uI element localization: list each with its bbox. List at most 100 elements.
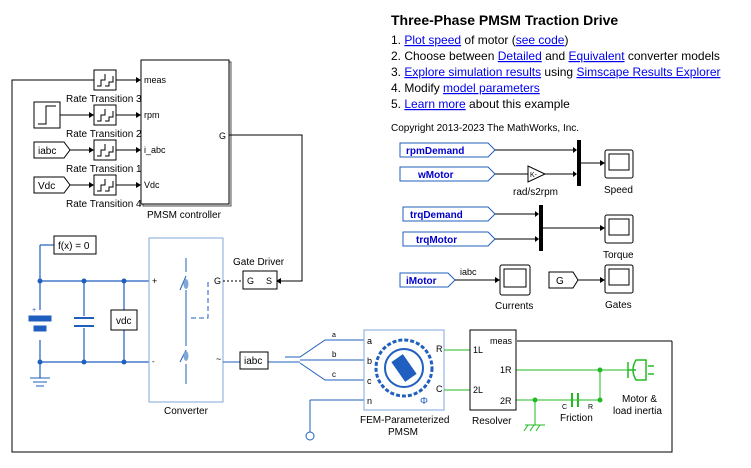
svg-text:R: R bbox=[588, 404, 593, 411]
svg-text:f(x) = 0: f(x) = 0 bbox=[58, 241, 90, 252]
rate-transition-3-label: Rate Transition 3 bbox=[66, 94, 142, 105]
scope-gates[interactable] bbox=[604, 264, 634, 294]
voltage-sensor-block[interactable]: vdc bbox=[110, 309, 138, 331]
svg-text:2R: 2R bbox=[500, 396, 512, 406]
scope-currents-label: Currents bbox=[495, 301, 533, 312]
instruction-link[interactable]: model parameters bbox=[443, 81, 540, 95]
rate-transition-2[interactable] bbox=[93, 104, 141, 126]
svg-text:C: C bbox=[562, 404, 567, 411]
resolver-label: Resolver bbox=[472, 416, 512, 427]
goto-rpmdemand-tag[interactable]: rpmDemand bbox=[399, 142, 496, 158]
signal-label-iabc: iabc bbox=[460, 267, 477, 277]
dc-voltage-source[interactable]: + bbox=[28, 307, 52, 332]
scopes-panel: rpmDemand wMotor K- rad/s2rpm Speed trqD… bbox=[399, 140, 634, 312]
instruction-link[interactable]: Learn more bbox=[404, 97, 466, 111]
svg-text:-: - bbox=[152, 357, 155, 366]
from-g-tag[interactable]: G bbox=[548, 271, 579, 289]
solver-configuration-block[interactable]: f(x) = 0 bbox=[53, 235, 97, 255]
svg-text:1L: 1L bbox=[473, 345, 483, 355]
svg-text:b: b bbox=[332, 350, 337, 359]
gate-signal-wire bbox=[229, 134, 303, 282]
svg-text:c: c bbox=[367, 376, 372, 386]
svg-text:i_abc: i_abc bbox=[144, 145, 166, 155]
scope-speed[interactable] bbox=[604, 149, 634, 179]
rate-transition-4[interactable] bbox=[93, 174, 141, 196]
scope-speed-label: Speed bbox=[604, 185, 633, 196]
svg-text:K-: K- bbox=[530, 172, 538, 179]
instruction-link[interactable]: see code bbox=[516, 33, 565, 47]
scope-torque-label: Torque bbox=[603, 250, 634, 261]
svg-text:R: R bbox=[436, 344, 443, 354]
iabc-current-sensor[interactable]: iabc bbox=[239, 351, 269, 370]
instruction-list: 1. Plot speed of motor (see code)2. Choo… bbox=[391, 33, 721, 111]
svg-text:meas: meas bbox=[490, 336, 513, 346]
instruction-step: 5. Learn more about this example bbox=[391, 97, 570, 111]
pmsm-label-line2: PMSM bbox=[388, 427, 418, 438]
rate-transition-1[interactable] bbox=[93, 139, 141, 161]
from-iabc-tag[interactable]: iabc bbox=[33, 141, 94, 159]
scope-torque[interactable] bbox=[604, 214, 634, 244]
instruction-step: 4. Modify model parameters bbox=[391, 81, 540, 95]
converter-label: Converter bbox=[164, 406, 209, 417]
instruction-link[interactable]: Equivalent bbox=[568, 49, 625, 63]
svg-text:2L: 2L bbox=[473, 385, 483, 395]
svg-text:wMotor: wMotor bbox=[417, 170, 454, 181]
svg-text:a: a bbox=[332, 332, 336, 339]
goto-wmotor-tag[interactable]: wMotor bbox=[399, 166, 496, 182]
pmsm-label-line1: FEM-Parameterized bbox=[360, 415, 449, 426]
from-vdc-tag[interactable]: Vdc bbox=[33, 176, 94, 194]
mux-torque bbox=[539, 205, 543, 251]
neutral-port-icon bbox=[305, 431, 315, 441]
instruction-link[interactable]: Plot speed bbox=[404, 33, 461, 47]
svg-text:a: a bbox=[367, 336, 372, 346]
inertia-label-line1: Motor & bbox=[622, 394, 657, 405]
instruction-link[interactable]: Explore simulation results bbox=[404, 65, 541, 79]
three-phase-wires bbox=[285, 339, 364, 432]
gate-driver-block[interactable]: G S bbox=[242, 270, 278, 290]
svg-text:G: G bbox=[247, 276, 254, 286]
inertia-label-line2: load inertia bbox=[613, 406, 662, 417]
mechanical-ground-icon bbox=[523, 424, 545, 432]
svg-text:G: G bbox=[556, 276, 564, 287]
copyright-text: Copyright 2013-2023 The MathWorks, Inc. bbox=[391, 123, 579, 134]
gate-driver-label: Gate Driver bbox=[233, 257, 285, 268]
instruction-link[interactable]: Simscape Results Explorer bbox=[576, 65, 720, 79]
goto-imotor-tag[interactable]: iMotor bbox=[399, 272, 456, 288]
svg-text:Vdc: Vdc bbox=[144, 180, 160, 190]
instruction-step: 3. Explore simulation results using Sims… bbox=[391, 65, 721, 79]
electrical-ground-icon bbox=[30, 377, 50, 387]
svg-text:b: b bbox=[367, 356, 372, 366]
svg-text:iabc: iabc bbox=[38, 146, 56, 157]
svg-text:iMotor: iMotor bbox=[406, 276, 437, 287]
svg-text:Φ: Φ bbox=[420, 396, 428, 407]
svg-text:S: S bbox=[266, 276, 272, 286]
svg-text:n: n bbox=[367, 396, 372, 406]
svg-text:1R: 1R bbox=[500, 365, 512, 375]
friction-block[interactable] bbox=[571, 393, 579, 407]
rad-to-rpm-gain[interactable]: K- bbox=[527, 165, 547, 183]
scope-gates-label: Gates bbox=[605, 300, 632, 311]
pmsm-controller-label: PMSM controller bbox=[147, 210, 222, 221]
resolver-block[interactable]: 1L 2L meas 1R 2R bbox=[469, 329, 517, 411]
svg-text:c: c bbox=[332, 370, 336, 379]
rate-transition-1-label: Rate Transition 1 bbox=[66, 164, 142, 175]
goto-trqmotor-tag[interactable]: trqMotor bbox=[402, 231, 496, 247]
goto-trqdemand-tag[interactable]: trqDemand bbox=[402, 206, 496, 222]
step-block[interactable] bbox=[33, 101, 94, 129]
svg-text:+: + bbox=[152, 276, 157, 286]
instruction-link[interactable]: Detailed bbox=[498, 49, 542, 63]
mux-speed bbox=[577, 140, 581, 186]
scope-currents[interactable] bbox=[499, 264, 531, 296]
converter-block[interactable]: + - G ~ bbox=[148, 237, 224, 403]
dc-link-capacitor[interactable] bbox=[74, 317, 94, 327]
inertia-block[interactable] bbox=[627, 359, 654, 381]
svg-text:rpmDemand: rpmDemand bbox=[406, 146, 464, 157]
pmsm-controller-block[interactable]: meas rpm i_abc Vdc G bbox=[140, 59, 232, 207]
svg-text:vdc: vdc bbox=[116, 316, 132, 327]
instruction-step: 2. Choose between Detailed and Equivalen… bbox=[391, 49, 720, 63]
svg-text:~: ~ bbox=[216, 354, 221, 364]
svg-text:G: G bbox=[214, 276, 221, 286]
pmsm-block[interactable]: a b c n R C Φ bbox=[363, 329, 445, 411]
rate-transition-3[interactable] bbox=[93, 69, 141, 91]
